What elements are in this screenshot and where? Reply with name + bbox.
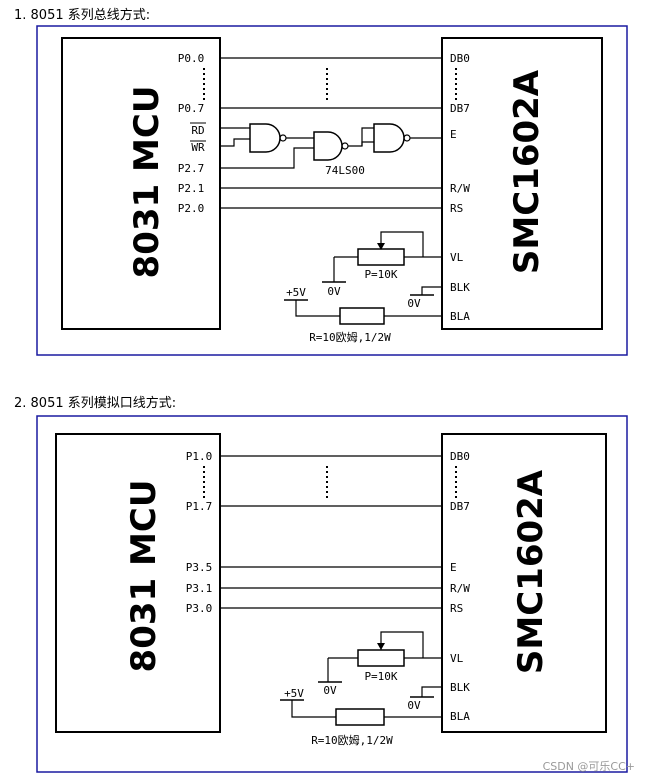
ground-label-2: 0V	[407, 297, 421, 310]
watermark: CSDN @可乐CC+	[542, 760, 635, 773]
pin-db7: DB7	[450, 102, 470, 115]
gate-label: 74LS00	[325, 164, 365, 177]
mcu-label: 8031 MCU	[124, 480, 164, 673]
pin-p1-0: P1.0	[186, 450, 213, 463]
lcd-block	[441, 433, 607, 733]
lcd-label: SMC1602A	[511, 469, 551, 674]
pin-p3-1: P3.1	[186, 582, 213, 595]
nand-gate-1	[249, 123, 281, 153]
resistor	[339, 307, 385, 325]
pin-rw: R/W	[450, 582, 470, 595]
resistor-label: R=10欧姆,1/2W	[311, 733, 393, 747]
potentiometer	[357, 649, 405, 667]
pin-bla: BLA	[450, 310, 470, 323]
pin-p0-0: P0.0	[178, 52, 205, 65]
lcd-label: SMC1602A	[507, 69, 547, 274]
supply-label: +5V	[286, 286, 306, 299]
pin-bla: BLA	[450, 710, 470, 723]
ground-label-1: 0V	[323, 684, 337, 697]
pin-rw: R/W	[450, 182, 470, 195]
lcd-block	[441, 37, 603, 330]
pin-blk: BLK	[450, 281, 470, 294]
pin-db7: DB7	[450, 500, 470, 513]
resistor-label: R=10欧姆,1/2W	[309, 330, 391, 344]
mcu-block	[61, 37, 221, 330]
pin-vl: VL	[450, 652, 464, 665]
section-2-heading: 2. 8051 系列模拟口线方式:	[14, 396, 177, 411]
pin-db0: DB0	[450, 52, 470, 65]
resistor	[335, 708, 385, 726]
nand-gate-3	[373, 123, 405, 153]
pin-vl: VL	[450, 251, 464, 264]
schematic-frame	[36, 25, 628, 356]
pin-e: E	[450, 128, 457, 141]
pot-label: P=10K	[364, 670, 397, 683]
pin-rs: RS	[450, 602, 463, 615]
line-p2-7	[220, 147, 314, 169]
nand-gate-3-bubble	[403, 134, 411, 142]
potentiometer	[357, 248, 405, 266]
nand-gate-1-bubble	[279, 134, 287, 142]
schematic-frame	[36, 415, 628, 773]
pin-db0: DB0	[450, 450, 470, 463]
line-blk	[421, 286, 442, 295]
wiper-arrow	[377, 643, 385, 650]
supply-label: +5V	[284, 687, 304, 700]
pin-p2-7: P2.7	[178, 162, 205, 175]
line-wr	[220, 138, 250, 147]
pin-p0-7: P0.7	[178, 102, 205, 115]
mcu-block	[55, 433, 221, 733]
bus-mode-schematic: 8031 MCU SMC1602A P0.0 P0.7 RD WR P2.7 P…	[36, 25, 628, 356]
pin-p3-5: P3.5	[186, 561, 213, 574]
pot-label: P=10K	[364, 268, 397, 281]
pin-e: E	[450, 561, 457, 574]
pin-p3-0: P3.0	[186, 602, 213, 615]
wiper-arrow	[377, 243, 385, 250]
pin-wr: WR	[191, 141, 205, 154]
pin-p2-0: P2.0	[178, 202, 205, 215]
line-blk	[421, 686, 442, 697]
ground-label-1: 0V	[327, 285, 341, 298]
pin-p2-1: P2.1	[178, 182, 205, 195]
pin-rd: RD	[191, 124, 204, 137]
ground-label-2: 0V	[407, 699, 421, 712]
pin-p1-7: P1.7	[186, 500, 213, 513]
nand-gate-2	[313, 131, 343, 161]
pin-blk: BLK	[450, 681, 470, 694]
section-1-heading: 1. 8051 系列总线方式:	[14, 8, 151, 23]
pin-rs: RS	[450, 202, 463, 215]
mcu-label: 8031 MCU	[127, 86, 167, 279]
nand-gate-2-bubble	[341, 142, 349, 150]
